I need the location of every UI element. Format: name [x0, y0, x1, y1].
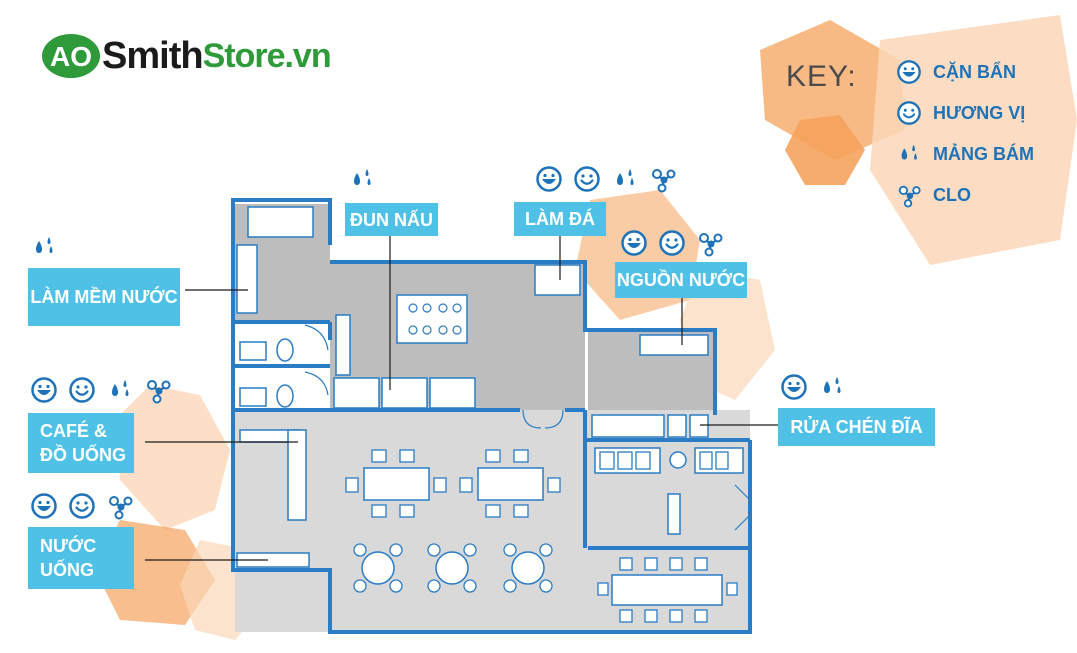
- leader-lines: [145, 232, 780, 561]
- zone-tag-dishwash: RỬA CHÉN ĐĨA: [778, 408, 935, 446]
- zone-tag-cafe: CAFÉ & ĐỒ UỐNG: [28, 413, 134, 473]
- taste-face-icon: [68, 492, 96, 520]
- chlorine-molecule-icon: [649, 165, 677, 193]
- sediment-face-icon: [30, 376, 58, 404]
- zone-tag-source: NGUỒN NƯỚC: [615, 262, 747, 298]
- drinking-line2: UỐNG: [40, 560, 94, 580]
- floor-plan: [231, 198, 752, 634]
- key-title: KEY:: [786, 60, 857, 93]
- chlorine-molecule-icon: [106, 492, 134, 520]
- scale-drops-icon: [611, 165, 639, 193]
- sediment-face-icon: [535, 165, 563, 193]
- key-label-scale: MẢNG BÁM: [933, 143, 1034, 164]
- chlorine-molecule-icon: [144, 376, 172, 404]
- zone-tag-drinking: NƯỚC UỐNG: [28, 527, 134, 589]
- sediment-face-icon: [30, 492, 58, 520]
- drinking-icons: [30, 492, 134, 520]
- scale-drops-icon: [818, 373, 846, 401]
- cafe-line1: CAFÉ &: [40, 421, 107, 441]
- key-item-taste: HƯƠNG VỊ: [895, 100, 1025, 126]
- sediment-face-icon: [780, 373, 808, 401]
- drinking-line1: NƯỚC: [40, 536, 97, 556]
- key-item-scale: MẢNG BÁM: [895, 141, 1034, 167]
- logo-smith-text: Smith: [102, 35, 204, 77]
- cooking-icons: [348, 165, 376, 193]
- chlorine-molecule-icon: [895, 182, 923, 208]
- ice-icons: [535, 165, 677, 193]
- taste-face-icon: [573, 165, 601, 193]
- scale-drops-icon: [895, 141, 923, 167]
- cafe-line2: ĐỒ UỐNG: [40, 445, 127, 465]
- zone-tag-softening: LÀM MỀM NƯỚC: [28, 268, 180, 326]
- key-label-taste: HƯƠNG VỊ: [933, 102, 1026, 123]
- key-label-chlorine: CLO: [933, 184, 971, 205]
- zone-tag-cooking: ĐUN NẤU: [345, 203, 438, 236]
- aosmith-logo: AO Smith Store.vn: [40, 30, 332, 82]
- taste-face-icon: [895, 100, 923, 126]
- logo-ao-text: AO: [50, 41, 92, 72]
- sediment-face-icon: [895, 59, 923, 85]
- source-icons: [620, 229, 724, 257]
- ao-logo-mark: AO: [42, 34, 100, 78]
- scale-drops-icon: [348, 165, 376, 193]
- key-label-sediment: CẶN BẨN: [933, 61, 1016, 82]
- scale-drops-icon: [106, 376, 134, 404]
- cafe-icons: [30, 376, 172, 404]
- taste-face-icon: [658, 229, 686, 257]
- key-item-sediment: CẶN BẨN: [895, 59, 1016, 85]
- logo-store-text: Store.vn: [202, 37, 332, 75]
- scale-drops-icon: [30, 233, 58, 261]
- sediment-face-icon: [620, 229, 648, 257]
- taste-face-icon: [68, 376, 96, 404]
- softening-icons: [30, 233, 58, 261]
- chlorine-molecule-icon: [696, 229, 724, 257]
- key-item-chlorine: CLO: [895, 182, 971, 208]
- zone-tag-ice: LÀM ĐÁ: [514, 202, 606, 236]
- dishwash-icons: [780, 373, 846, 401]
